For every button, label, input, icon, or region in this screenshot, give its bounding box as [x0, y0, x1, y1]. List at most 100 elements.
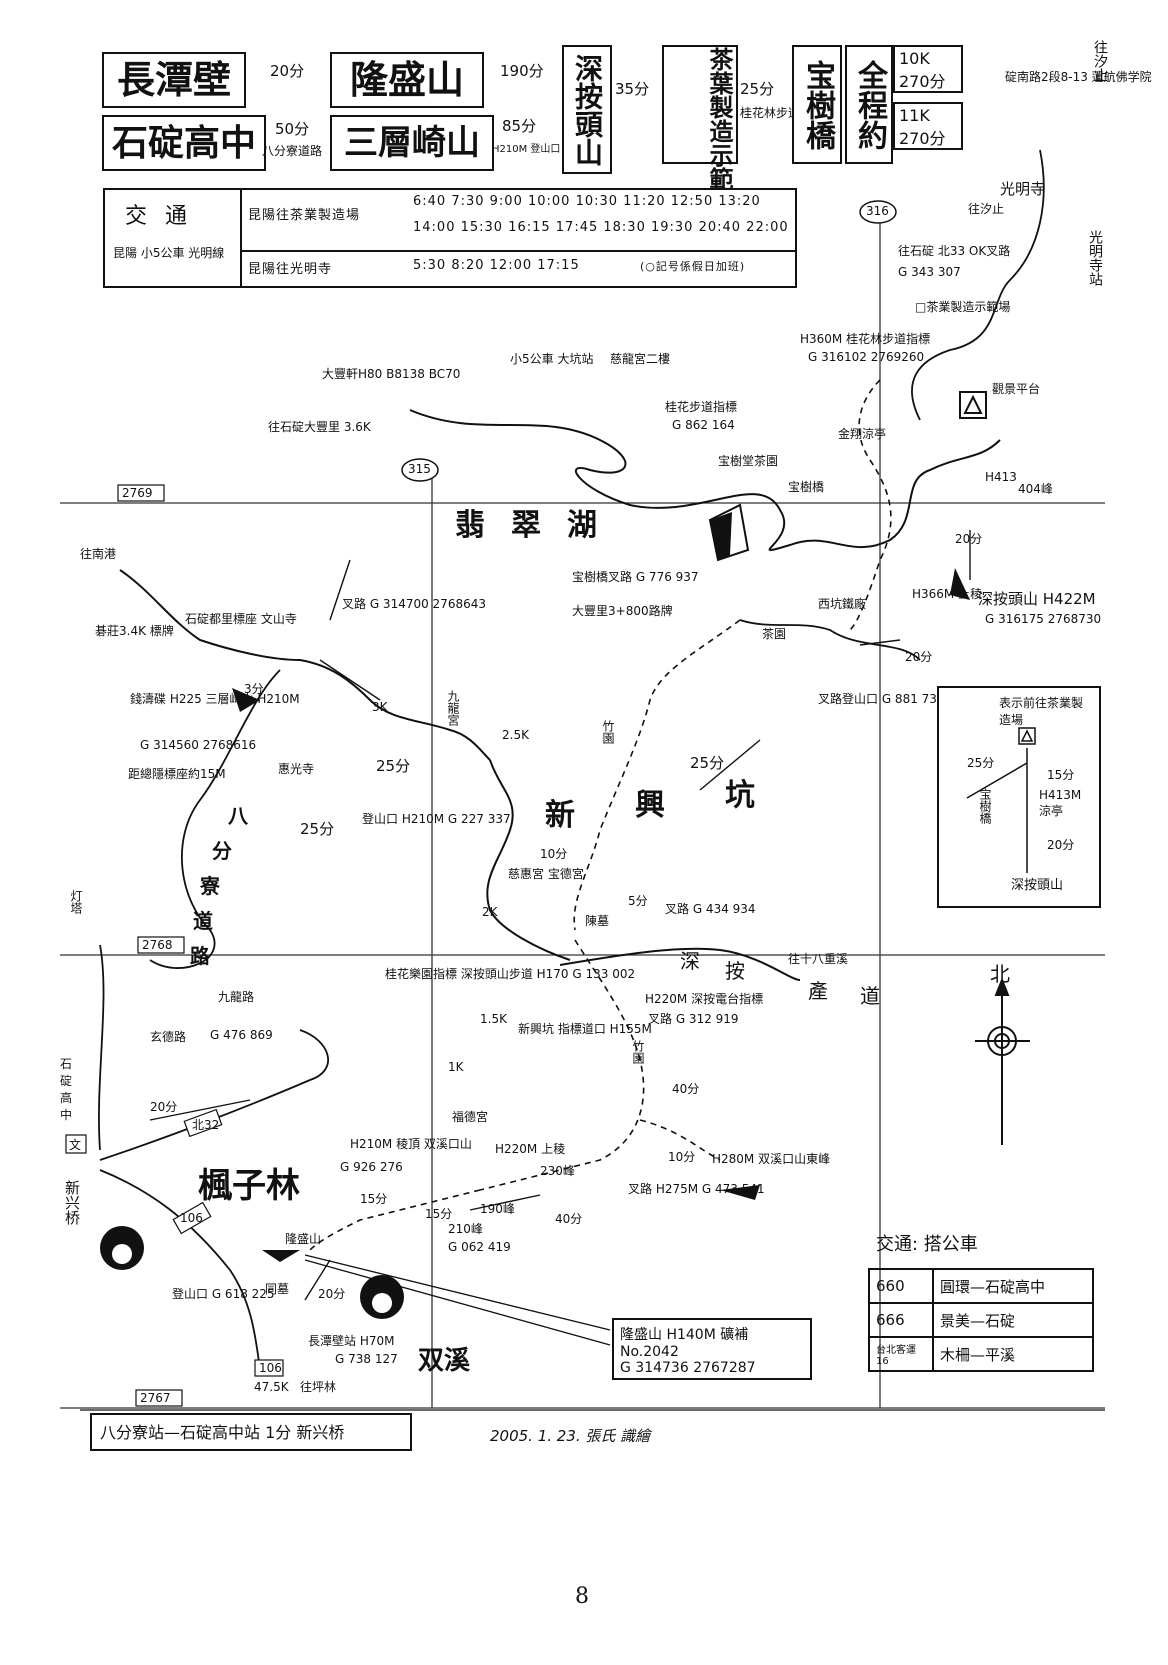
label-shenkeng-1: 深 [680, 949, 700, 973]
label-bafen-1: 八 [228, 804, 248, 828]
label-t20a: 20分 [955, 532, 983, 546]
label-fork-g312: 叉路 G 312 919 [648, 1012, 739, 1026]
transit-box: 交通 昆陽 小5公車 光明線 昆陽往茶業製造場 6:40 7:30 9:00 1… [103, 188, 797, 288]
inset-title: 表示前往茶業製造場 [999, 696, 1084, 727]
label-t15: 15分 [360, 1192, 388, 1206]
label-changtan: 長潭壁站 H70M [308, 1334, 395, 1348]
label-t20b: 20分 [905, 650, 933, 664]
label-fuxing: 福德宮 [452, 1110, 489, 1124]
inset-box: 表示前往茶業製造場 25分 宝樹橋 15分 H413M 涼亭 20分 深按頭山 [937, 686, 1101, 908]
bridge-box: 宝樹橋 [792, 45, 842, 164]
road-guangming [911, 149, 1045, 421]
label-t40b: 40分 [555, 1212, 583, 1226]
label-xinxing-1: 新 [545, 798, 575, 833]
time-peak1: 190分 [500, 62, 544, 80]
time-start1: 20分 [270, 62, 305, 80]
label-t10b: 10分 [668, 1150, 696, 1164]
trail-south [479, 939, 645, 1191]
label-north: 北 [990, 962, 1010, 986]
inset-h413: H413M 涼亭 [1039, 788, 1082, 818]
label-g343: G 343 307 [898, 265, 961, 279]
transit-route1: 昆陽往茶業製造場 [248, 208, 361, 223]
label-bafen-5: 路 [190, 944, 210, 968]
time-peak3: 35分 [615, 80, 650, 98]
road-shenkeng [739, 619, 921, 661]
peak-box-shenkeng: 深按頭山 [562, 45, 612, 174]
label-tongmu: 同墓 [265, 1282, 290, 1296]
label-3k: 3K [372, 700, 388, 714]
transit-times1a: 6:40 7:30 9:00 10:00 10:30 11:20 12:50 1… [413, 194, 761, 209]
time-peak2: 85分 [502, 117, 537, 135]
label-t25c: 25分 [300, 820, 335, 838]
label-xiao5: 小5公車 大坑站 [510, 352, 594, 366]
time-station-note: 桂花林步道 [740, 106, 801, 120]
start-box-changtan: 長潭壁 [102, 52, 246, 108]
trail-east-peak [639, 1119, 721, 1161]
label-15k: 1.5K [480, 1012, 507, 1026]
trail-guihua [849, 379, 892, 631]
trail-xinxing [573, 619, 741, 931]
river-west [119, 569, 491, 761]
road-bei32 [99, 1029, 329, 1161]
bus-route: 景美—石碇 [932, 1302, 1094, 1338]
label-shuangxi-east: H280M 双溪口山東峰 [712, 1152, 831, 1166]
label-to-18: 往十八重溪 [788, 952, 849, 966]
label-fork-g: 叉路 G 314700 2768643 [342, 597, 486, 611]
label-cihui: 慈惠宮 宝德宮 [508, 867, 584, 881]
label-xinxing-3: 坑 [725, 778, 755, 813]
time-start2-note: 八分寮道路 [262, 144, 323, 158]
label-h366: H366M 上稜 [912, 587, 983, 601]
label-dafeng-g: 大豐軒H80 B8138 BC70 [322, 367, 461, 381]
label-g314560: G 314560 2768616 [140, 738, 257, 752]
inset-t15: 15分 [1047, 768, 1075, 782]
road-label-316: 316 [866, 204, 889, 218]
trailhead-symbols [100, 391, 987, 1319]
bus-route: 圓環—石碇高中 [932, 1268, 1094, 1304]
station-box-tea: 茶葉製造示範場 [662, 45, 738, 215]
label-xinxing-2: 興 [635, 788, 665, 823]
trail-longsheng [309, 1189, 481, 1251]
label-bafen-3: 寮 [200, 874, 220, 898]
total-2: 11K 270分 [893, 102, 963, 150]
label-bamboo2: 竹園 [631, 1040, 645, 1064]
label-shenkeng-peak: 深按頭山 H422M [978, 590, 1096, 608]
label-lake: 翡翠湖 [455, 508, 623, 543]
label-tea-factory: □茶業製造示範場 [915, 300, 1011, 314]
label-shenkeng-4: 道 [860, 984, 880, 1008]
label-chenmu: 陳墓 [585, 914, 610, 928]
label-g476: G 476 869 [210, 1028, 273, 1042]
label-t5: 5分 [628, 894, 648, 908]
bus-number: 660 [868, 1268, 934, 1304]
label-t25b: 25分 [376, 757, 411, 775]
transit-route2: 昆陽往光明寺 [248, 262, 333, 277]
label-shiding-sign: 石碇都里標座 文山寺 [185, 612, 297, 626]
label-sheshan: 碇南路2段8-13 蓮航佛学院 [1005, 70, 1152, 84]
label-t40: 40分 [672, 1082, 700, 1096]
inset-t25: 25分 [967, 756, 995, 770]
road-label-106: 106 [180, 1211, 203, 1225]
label-chongyang: 慈龍宮二樓 [610, 352, 671, 366]
road-bafenliao [149, 669, 281, 969]
label-trailhead-g: 登山口 H210M G 227 337 [362, 812, 511, 826]
bottom-note: 八分寮站—石碇高中站 1分 新兴桥 [90, 1413, 412, 1451]
grid-label-2767: 2767 [140, 1391, 171, 1405]
label-g926: G 926 276 [340, 1160, 403, 1174]
label-wen: 文 [69, 1138, 82, 1152]
grid-label-2768: 2768 [142, 938, 173, 952]
label-tea-shop: 宝樹堂茶園 [718, 454, 779, 468]
road-label-106b: 106 [259, 1361, 282, 1375]
label-bridge: 宝樹橋 [788, 480, 825, 494]
label-to-shiding: 往石碇大豐里 3.6K [268, 420, 371, 434]
label-jiulu: 九龍路 [218, 990, 255, 1004]
label-25k: 2.5K [502, 728, 529, 742]
compass-icon [975, 977, 1030, 1145]
label-dafengli: 大豐里3+800路牌 [572, 604, 673, 618]
label-fork-bei33: 往石碇 北33 OK叉路 [898, 244, 1011, 258]
label-fork-h275: 叉路 H275M G 473 541 [628, 1182, 765, 1196]
label-shenkeng-2: 按 [725, 959, 745, 983]
label-to-xizhi: 往汐止 [1092, 40, 1108, 82]
label-g316175: G 316175 2768730 [985, 612, 1102, 626]
label-jiulong: 九龍宮 [446, 690, 460, 726]
